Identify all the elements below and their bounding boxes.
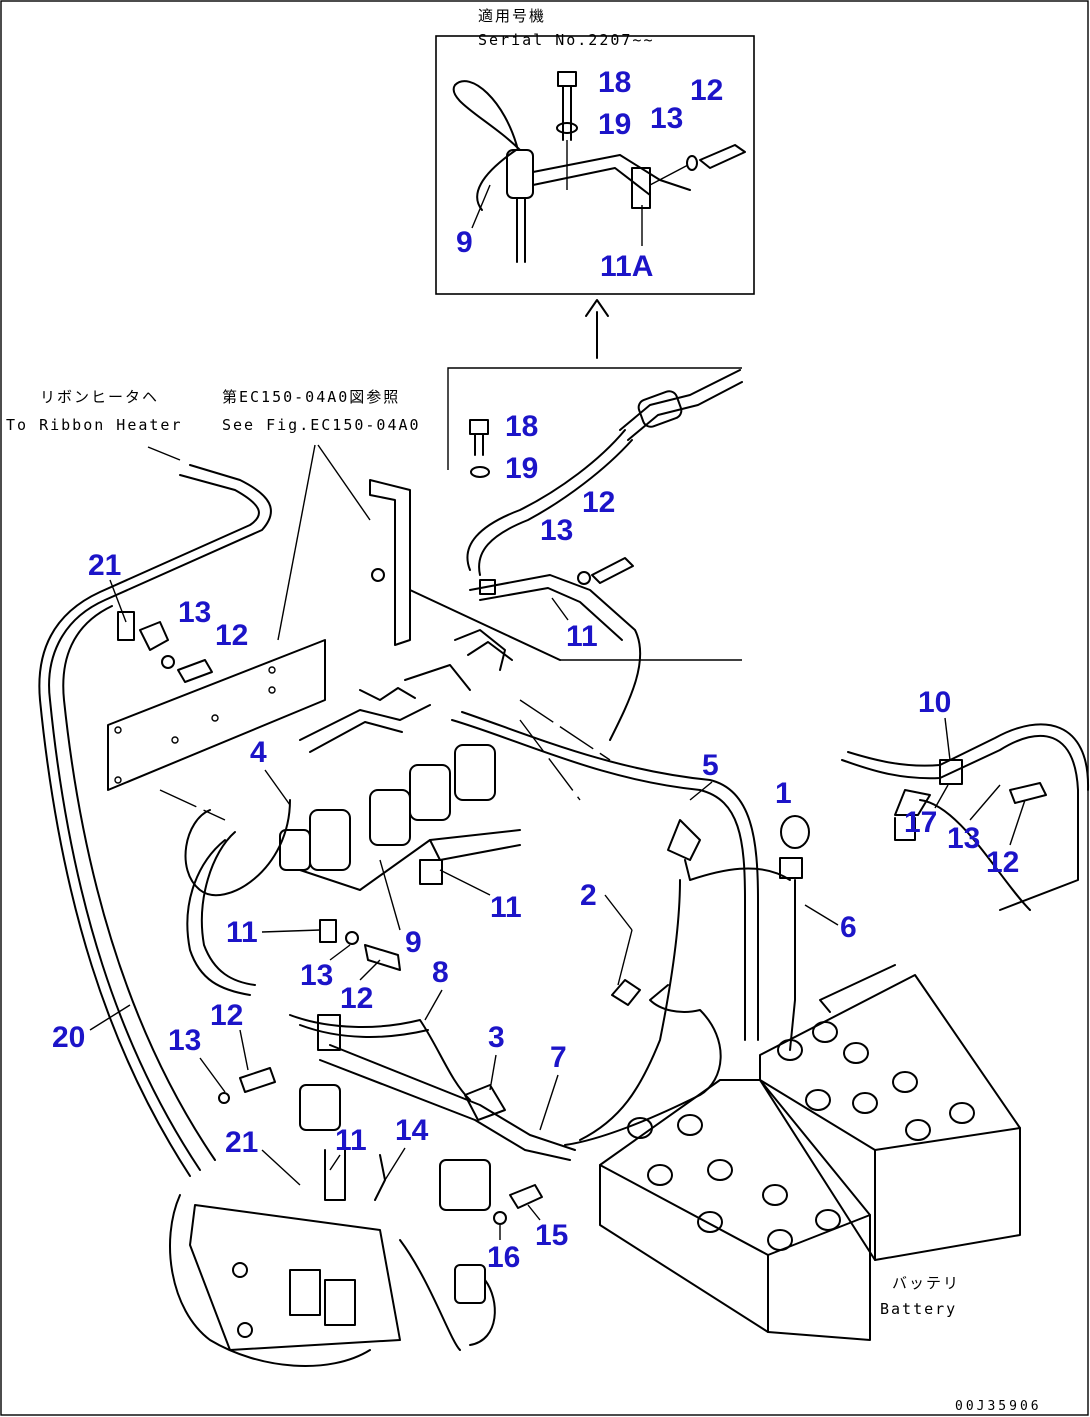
callout-13-lower: 13	[168, 1024, 201, 1057]
note-see-fig-jp: 第EC150-04A0図参照	[222, 388, 400, 406]
callout-11-mid: 11	[566, 620, 598, 653]
callout-19: 19	[598, 108, 631, 141]
callout-11a: 11A	[600, 250, 653, 283]
callout-19-mid: 19	[505, 452, 538, 485]
callout-11-center: 11	[490, 891, 522, 924]
callout-2: 2	[580, 879, 597, 912]
battery-label-jp: バッテリ	[892, 1274, 960, 1292]
callouts-main: 21 13 12 4 10 17 13 12 5 1 6 2 11 11 9 1…	[52, 549, 1026, 1274]
callout-12-right: 12	[986, 846, 1019, 879]
callout-4: 4	[250, 736, 267, 769]
callout-15: 15	[535, 1219, 568, 1252]
drawing-code: 00J35906	[955, 1399, 1042, 1414]
callout-20: 20	[52, 1021, 85, 1054]
callout-11-left: 11	[226, 916, 258, 949]
callout-8: 8	[432, 956, 449, 989]
callout-14: 14	[395, 1114, 429, 1147]
callout-21-bottom: 21	[225, 1126, 258, 1159]
callout-13-mid: 13	[540, 514, 573, 547]
detail-arrow	[585, 299, 609, 359]
callout-13-mid-left: 13	[300, 959, 333, 992]
callout-11-bottom: 11	[335, 1124, 367, 1157]
inset-serial-detail: 適用号機 Serial No.2207~~ 18 19 12 13 9 11A	[435, 7, 755, 295]
callout-10: 10	[918, 686, 951, 719]
callout-9: 9	[456, 226, 473, 259]
callout-12-mid: 12	[582, 486, 615, 519]
callout-1: 1	[775, 777, 792, 810]
callout-13: 13	[650, 102, 683, 135]
callout-18: 18	[598, 66, 631, 99]
inset-serial-en: Serial No.2207~~	[478, 31, 655, 49]
callout-12-mid-left: 12	[340, 982, 373, 1015]
callout-16: 16	[487, 1241, 520, 1274]
note-ribbon-heater-jp: リボンヒータヘ	[40, 388, 159, 406]
callout-13-right: 13	[947, 822, 980, 855]
callout-21-top: 21	[88, 549, 121, 582]
callout-9-left: 9	[405, 926, 422, 959]
note-ribbon-heater-en: To Ribbon Heater	[6, 416, 183, 434]
callout-3: 3	[488, 1021, 505, 1054]
callout-17: 17	[904, 806, 937, 839]
middle-detail-frame: 18 19 12 13 11	[447, 367, 743, 741]
callout-12-left: 12	[215, 619, 248, 652]
callout-18-mid: 18	[505, 410, 538, 443]
inset-serial-jp: 適用号機	[478, 7, 546, 25]
callout-12: 12	[690, 74, 723, 107]
battery-label-en: Battery	[880, 1300, 957, 1318]
reference-notes: リボンヒータヘ To Ribbon Heater 第EC150-04A0図参照 …	[6, 388, 421, 641]
callout-12-lower: 12	[210, 999, 243, 1032]
callout-5: 5	[702, 749, 719, 782]
callout-7: 7	[550, 1041, 567, 1074]
callout-6: 6	[840, 911, 857, 944]
note-see-fig-en: See Fig.EC150-04A0	[222, 416, 421, 434]
callout-13-left: 13	[178, 596, 211, 629]
